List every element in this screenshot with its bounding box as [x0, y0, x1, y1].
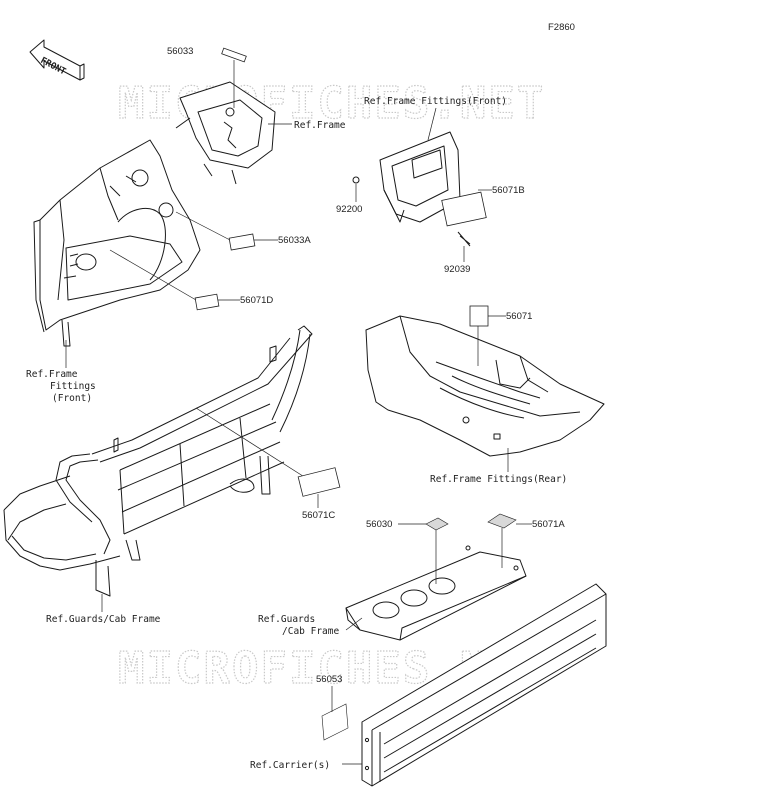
label-56033A: 56033A — [278, 235, 311, 246]
ref-fittings-front-left-2: Fittings — [50, 381, 96, 392]
decal-56071A — [487, 513, 517, 529]
label-56071A: 56071A — [532, 519, 565, 530]
label-56033: 56033 — [167, 46, 193, 57]
decal-56071C — [297, 467, 341, 497]
label-56071C: 56071C — [302, 510, 335, 521]
ref-fittings-front-top-label: Ref.Frame Fittings(Front) — [364, 96, 507, 107]
rear-fitting-panel-part — [365, 315, 605, 457]
label-56071D: 56071D — [240, 295, 273, 306]
front-dash-panel-part — [33, 139, 201, 347]
label-56030: 56030 — [366, 519, 392, 530]
decal-56071B — [441, 191, 487, 227]
ref-guards-mid-2: /Cab Frame — [282, 626, 339, 637]
screw-92039-part — [457, 231, 471, 247]
frame-bracket-part — [175, 47, 292, 185]
front-fitting-tray-part — [352, 131, 461, 223]
carrier-panel-part — [361, 583, 607, 787]
label-56071B: 56071B — [492, 185, 525, 196]
ref-guards-left-label: Ref.Guards/Cab Frame — [46, 614, 161, 625]
decal-56071D — [194, 293, 220, 311]
front-arrow-icon: FRONT — [29, 39, 85, 81]
ref-carrier-label: Ref.Carrier(s) — [250, 760, 330, 771]
decal-56033 — [221, 47, 247, 63]
ref-guards-mid-1: Ref.Guards — [258, 614, 315, 625]
decal-56030 — [425, 517, 449, 531]
label-56071: 56071 — [506, 311, 532, 322]
decal-56033A — [228, 233, 256, 251]
label-92039: 92039 — [444, 264, 470, 275]
guard-cab-frame-part — [3, 325, 313, 597]
ref-fittings-rear-label: Ref.Frame Fittings(Rear) — [430, 474, 567, 485]
ref-frame-label: Ref.Frame — [294, 120, 346, 131]
label-56053: 56053 — [316, 674, 342, 685]
figure-code: F2860 — [548, 22, 575, 33]
label-92200: 92200 — [336, 204, 362, 215]
ref-fittings-front-left-3: (Front) — [52, 393, 92, 404]
decal-56053 — [321, 703, 349, 741]
decal-56071 — [469, 305, 489, 327]
ref-fittings-front-left-1: Ref.Frame — [26, 369, 78, 380]
dash-tray-part — [345, 545, 527, 641]
